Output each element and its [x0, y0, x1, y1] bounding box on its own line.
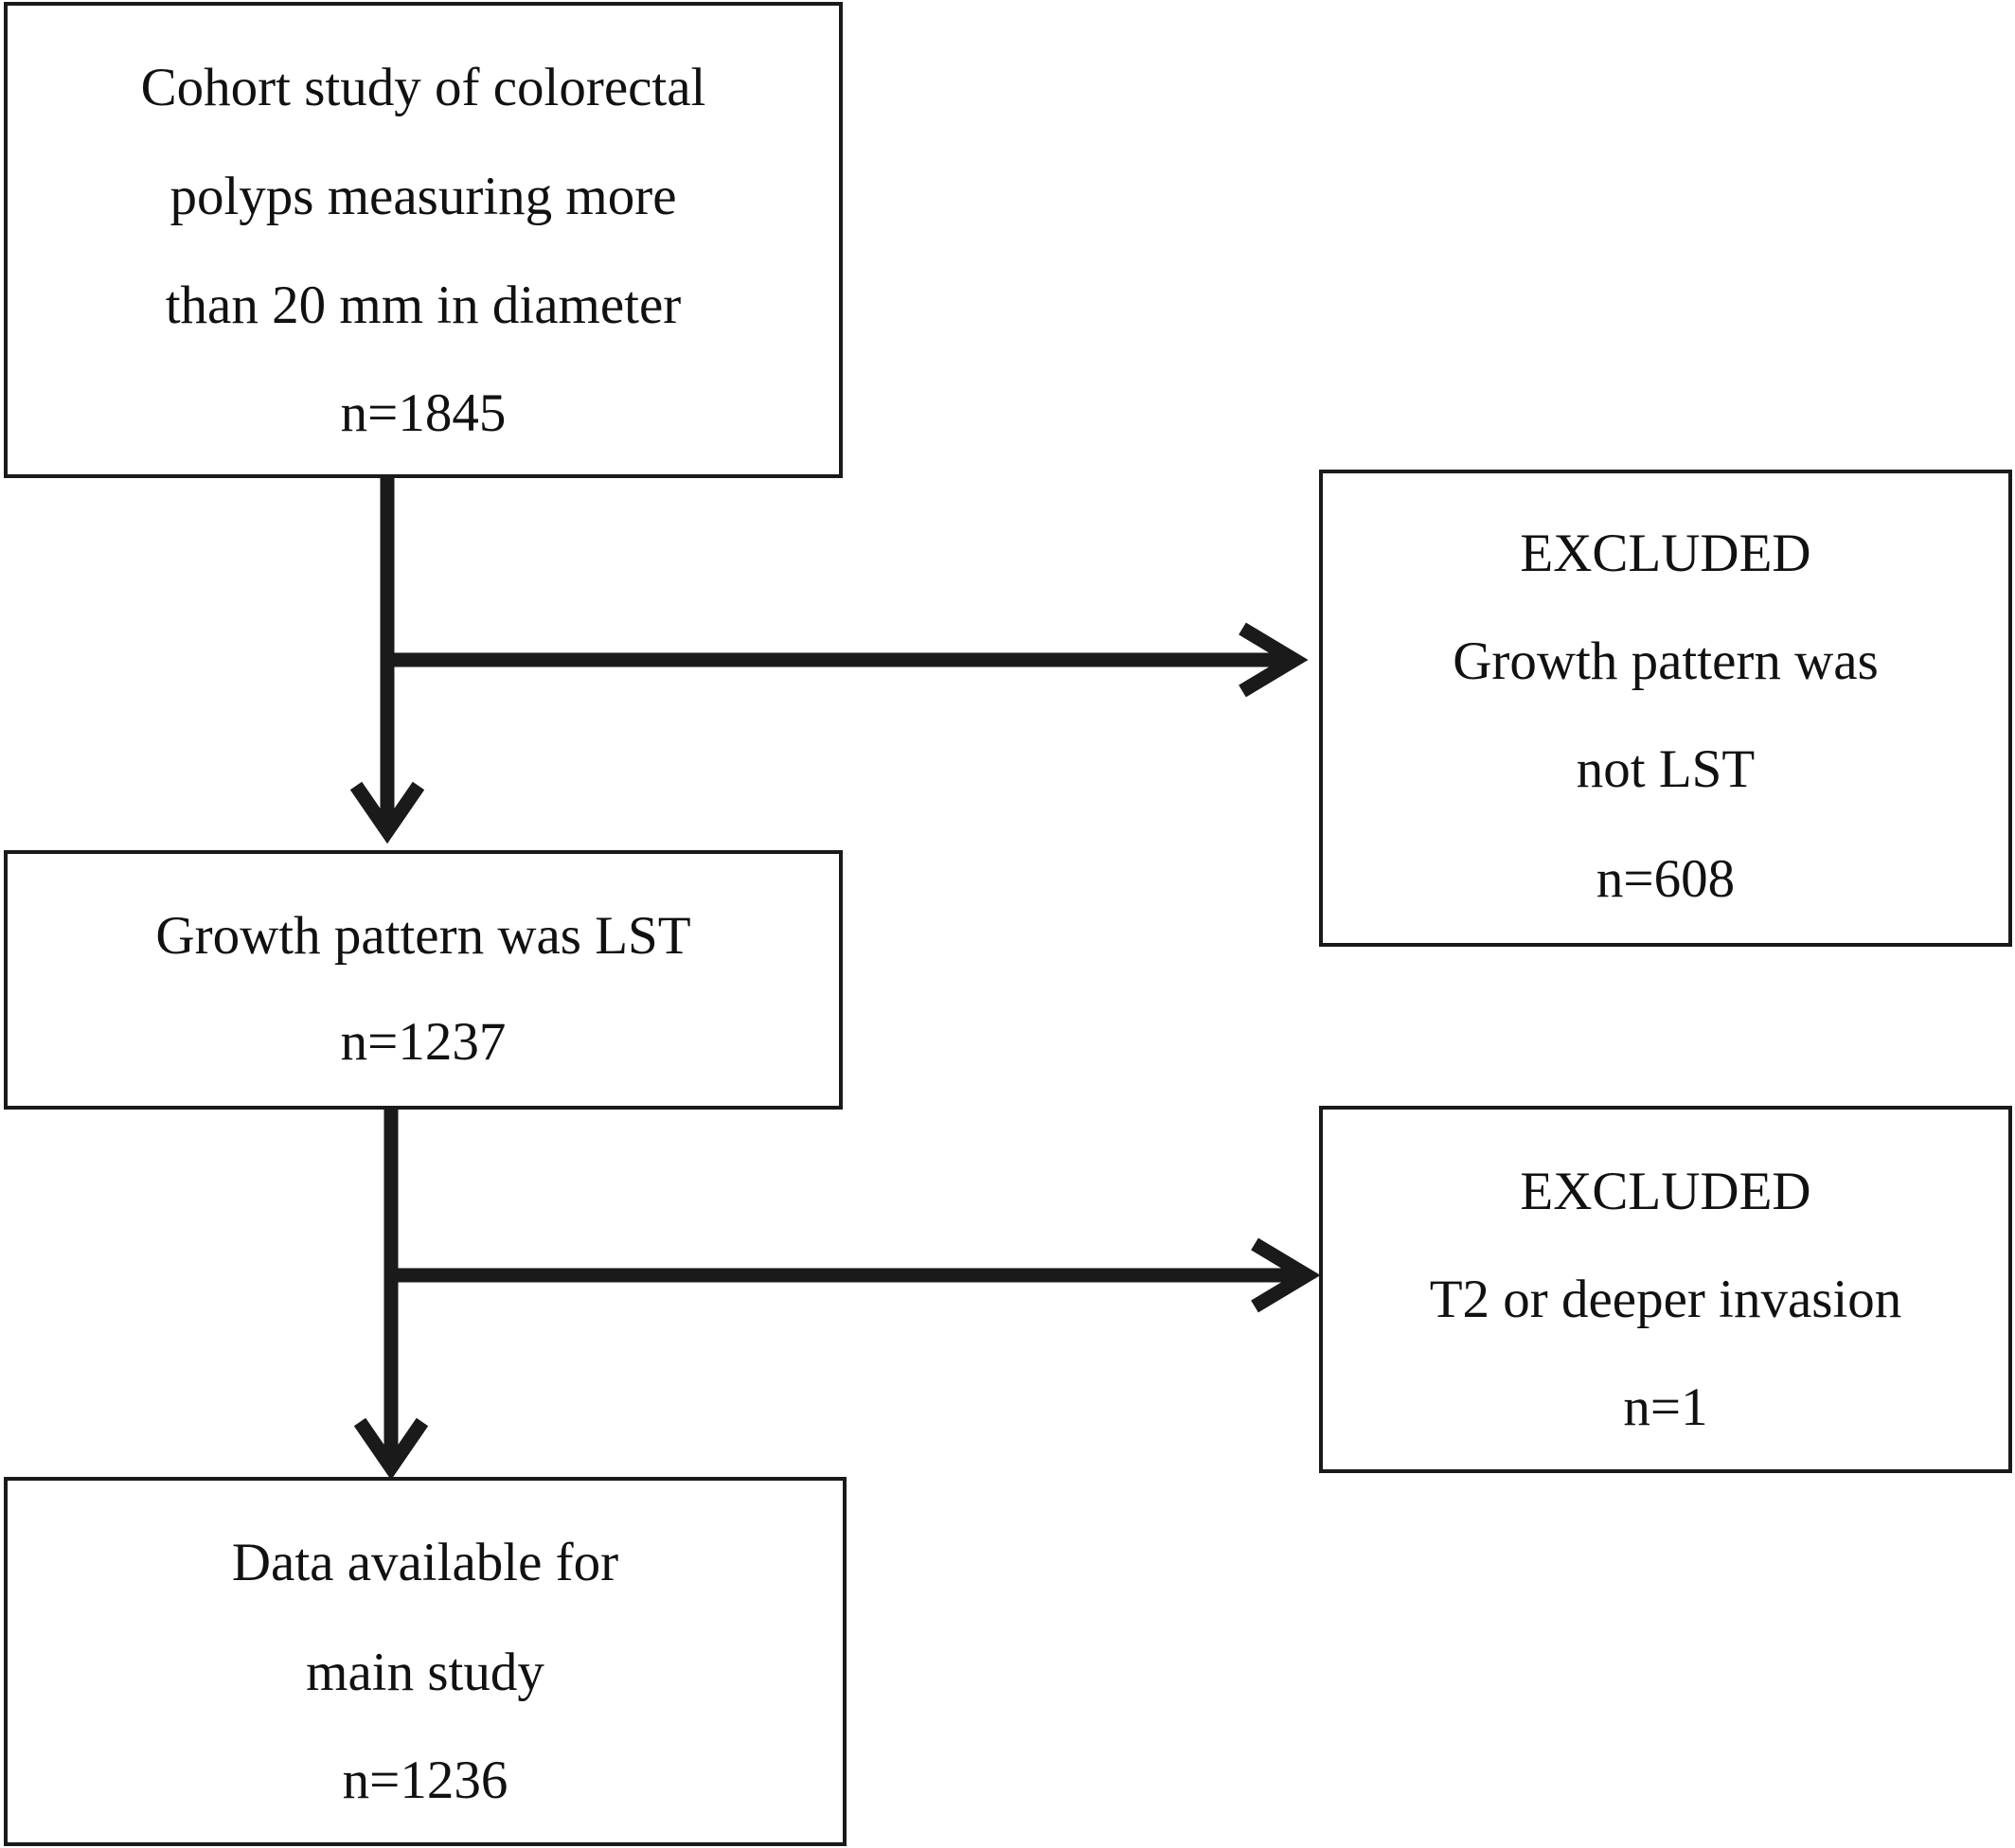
arrowhead-main [353, 1417, 429, 1481]
excluded-growth-count: n=608 [1596, 849, 1736, 909]
excluded-invasion-heading: EXCLUDED [1520, 1162, 1811, 1221]
main-study-box: Data available for main study n=1236 [4, 1477, 847, 1846]
arrowhead-excluded-invasion [1251, 1237, 1321, 1313]
cohort-line-2: polyps measuring more [169, 167, 677, 226]
cohort-line-3: than 20 mm in diameter [165, 275, 682, 335]
excluded-invasion-box: EXCLUDED T2 or deeper invasion n=1 [1319, 1106, 2012, 1473]
lst-count: n=1237 [340, 1012, 507, 1072]
excluded-growth-line-2: Growth pattern was [1453, 631, 1879, 691]
main-count: n=1236 [342, 1750, 508, 1810]
excluded-invasion-count: n=1 [1623, 1377, 1708, 1437]
excluded-growth-heading: EXCLUDED [1520, 524, 1811, 583]
arrowhead-excluded-growth [1239, 622, 1309, 698]
cohort-count: n=1845 [340, 383, 507, 443]
excluded-growth-line-3: not LST [1576, 739, 1756, 799]
lst-line-1: Growth pattern was LST [155, 906, 691, 966]
excluded-growth-box: EXCLUDED Growth pattern was not LST n=60… [1319, 470, 2012, 947]
arrowhead-lst [349, 781, 425, 844]
main-line-2: main study [306, 1643, 544, 1702]
lst-box: Growth pattern was LST n=1237 [4, 850, 843, 1110]
main-line-1: Data available for [231, 1533, 619, 1592]
cohort-line-1: Cohort study of colorectal [140, 58, 706, 117]
cohort-box: Cohort study of colorectal polyps measur… [4, 2, 843, 478]
excluded-invasion-line-2: T2 or deeper invasion [1429, 1270, 1902, 1329]
